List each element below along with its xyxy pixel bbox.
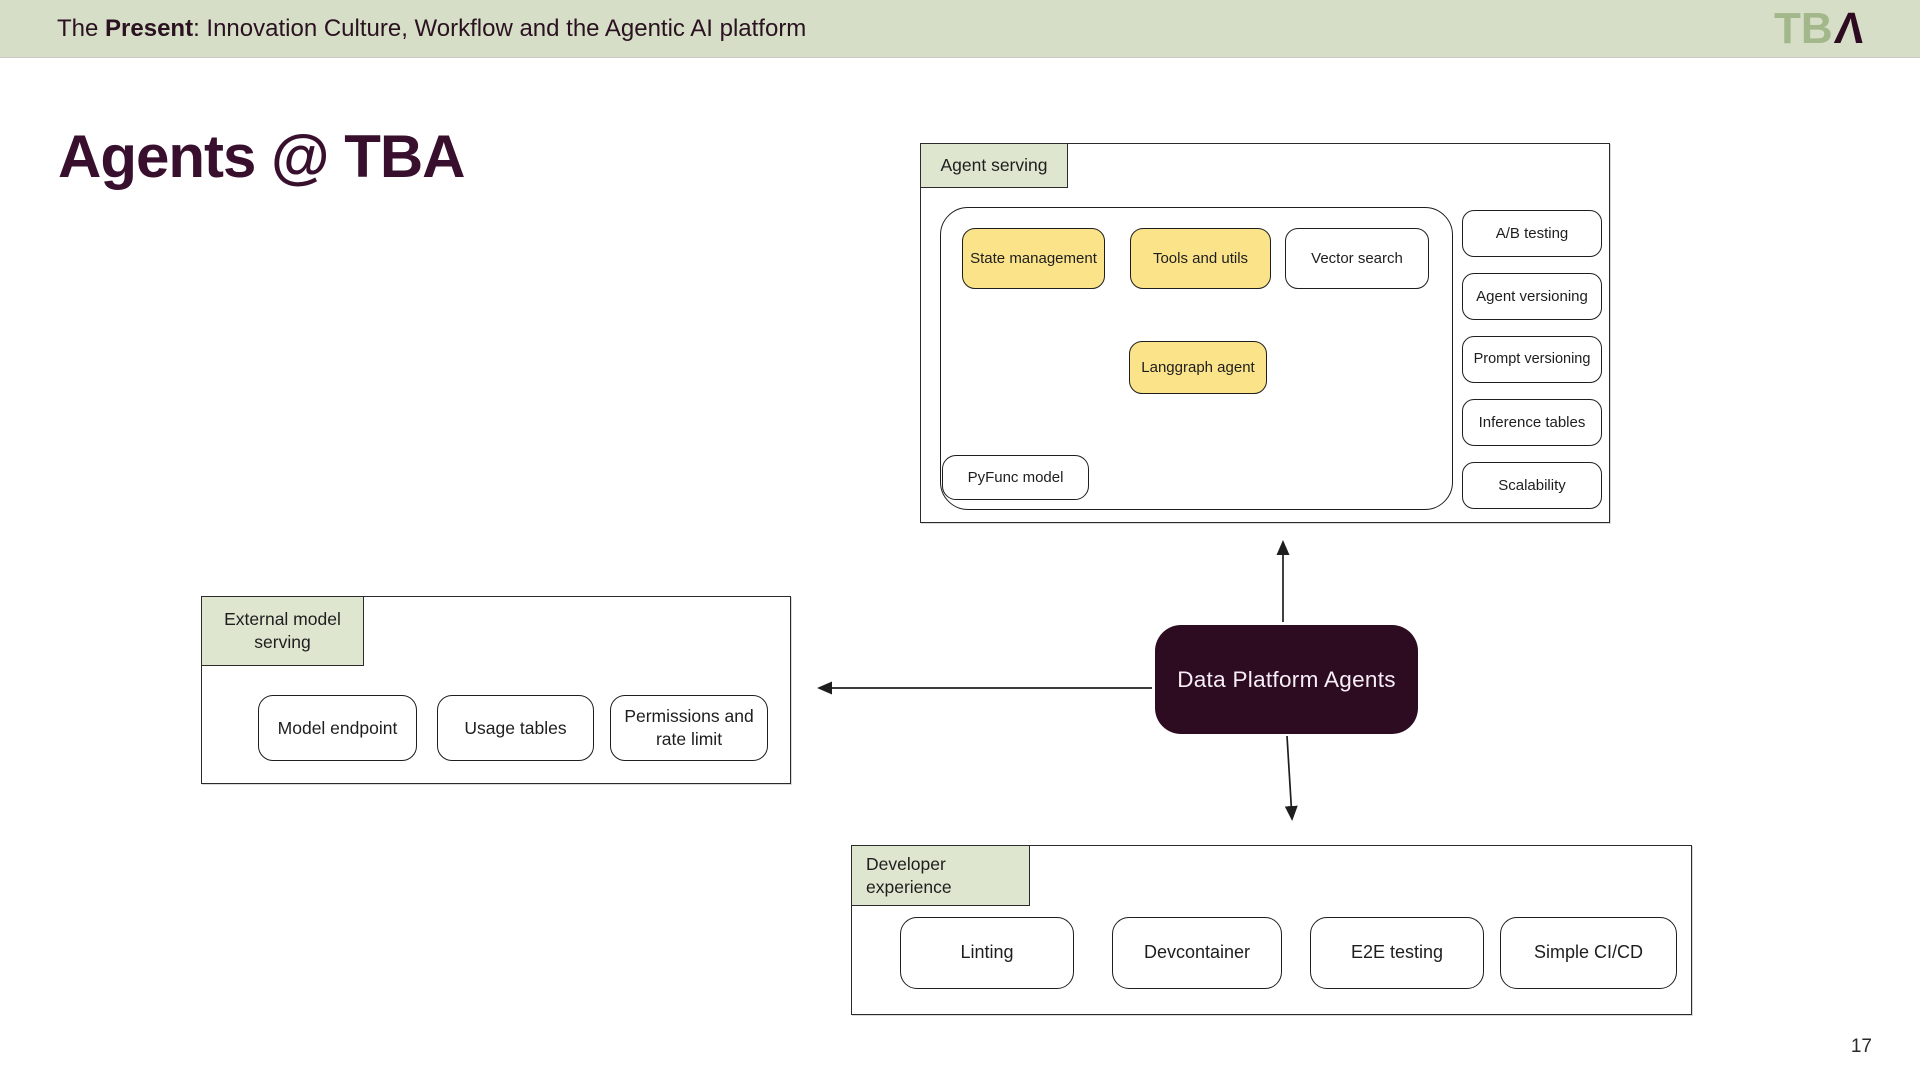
node-model-endpoint: Model endpoint [258, 695, 417, 761]
header-title-prefix: The [57, 14, 106, 42]
arrow-hub-to-developer-experience [1284, 735, 1298, 821]
external-model-serving-label: External model serving [201, 596, 364, 666]
node-vector-search: Vector search [1285, 228, 1429, 289]
data-platform-agents-label: Data Platform Agents [1177, 666, 1396, 692]
feature-prompt-versioning-label: Prompt versioning [1473, 351, 1591, 368]
feature-scalability: Scalability [1462, 462, 1602, 509]
header-title-bold: Present [105, 14, 194, 42]
feature-ab-testing-label: A/B testing [1495, 224, 1569, 242]
feature-prompt-versioning: Prompt versioning [1462, 336, 1602, 383]
node-usage-tables: Usage tables [437, 695, 594, 761]
data-platform-agents-hub: Data Platform Agents [1155, 625, 1418, 734]
node-model-endpoint-label: Model endpoint [277, 717, 398, 738]
header-bar: The Present: Innovation Culture, Workflo… [0, 0, 1920, 58]
node-e2e-testing: E2E testing [1310, 917, 1484, 989]
developer-experience-label-text: Developer experience [866, 853, 952, 897]
header-title: The Present: Innovation Culture, Workflo… [57, 15, 806, 43]
feature-agent-versioning-label: Agent versioning [1476, 287, 1588, 305]
node-vector-search-label: Vector search [1311, 249, 1403, 267]
tba-logo-lambda-icon: Λ [1832, 4, 1867, 53]
node-e2e-testing-label: E2E testing [1350, 942, 1444, 963]
node-tools-and-utils-label: Tools and utils [1152, 249, 1249, 267]
node-simple-cicd: Simple CI/CD [1500, 917, 1677, 989]
node-linting-label: Linting [960, 942, 1014, 963]
external-model-serving-label-text: External model serving [224, 609, 341, 652]
node-langgraph-agent-label: Langgraph agent [1141, 358, 1255, 376]
feature-inference-tables: Inference tables [1462, 399, 1602, 446]
node-usage-tables-label: Usage tables [464, 717, 567, 738]
feature-agent-versioning: Agent versioning [1462, 273, 1602, 320]
agent-serving-label: Agent serving [920, 143, 1068, 188]
page-number: 17 [1850, 1036, 1872, 1057]
tba-logo-tb: TB [1773, 4, 1833, 53]
page-title: Agents @ TBA [58, 123, 466, 190]
node-state-management-label: State management [970, 249, 1097, 267]
node-devcontainer: Devcontainer [1112, 917, 1282, 989]
node-linting: Linting [900, 917, 1074, 989]
node-simple-cicd-label: Simple CI/CD [1533, 942, 1644, 963]
developer-experience-label: Developer experience [851, 845, 1030, 906]
node-devcontainer-label: Devcontainer [1143, 942, 1251, 963]
tba-logo: TBΛ [1773, 4, 1867, 54]
agent-serving-label-text: Agent serving [940, 155, 1048, 176]
feature-scalability-label: Scalability [1498, 476, 1566, 494]
node-pyfunc-model-label: PyFunc model [967, 468, 1064, 486]
node-tools-and-utils: Tools and utils [1130, 228, 1271, 289]
feature-ab-testing: A/B testing [1462, 210, 1602, 257]
node-permissions-rate-limit: Permissions and rate limit [610, 695, 768, 761]
node-pyfunc-model: PyFunc model [942, 455, 1089, 500]
header-title-suffix: : Innovation Culture, Workflow and the A… [193, 14, 807, 42]
node-langgraph-agent: Langgraph agent [1129, 341, 1267, 394]
node-state-management: State management [962, 228, 1105, 289]
feature-inference-tables-label: Inference tables [1478, 413, 1586, 431]
node-permissions-rate-limit-label: Permissions and rate limit [624, 706, 754, 749]
